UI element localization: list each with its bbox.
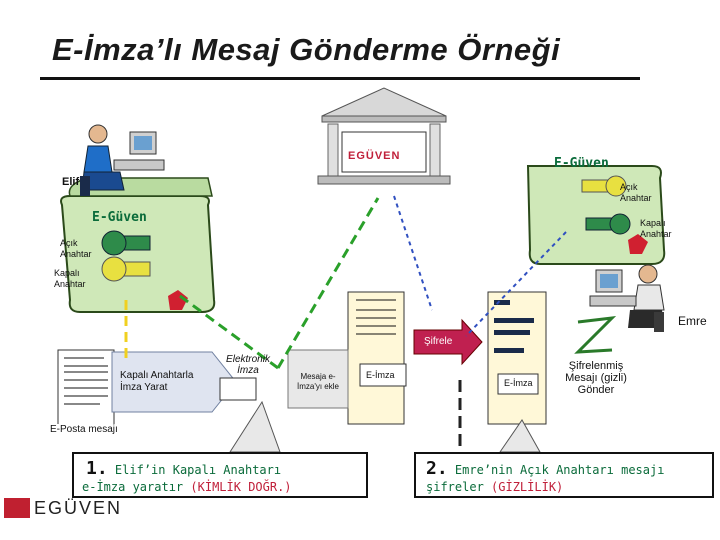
emre-computer-icon — [589, 269, 637, 307]
encrypted-document-icon — [487, 291, 547, 425]
elif-public-key-icon — [101, 230, 151, 256]
page-title: E-İmza’lı Mesaj Gönderme Örneği — [52, 32, 561, 67]
callout2-line2-highlight: (GİZLİLİK) — [491, 480, 564, 494]
elif-seal-icon — [168, 290, 188, 310]
callout2-pointer — [499, 419, 541, 453]
esig-stamp-box — [219, 377, 257, 401]
esig-label: Elektronik İmza — [226, 354, 270, 376]
callout-1: 1. Elif’in Kapalı Anahtarı e-İmza yaratı… — [72, 452, 368, 498]
doc-esig-1-label: E-İmza — [366, 370, 395, 380]
elif-name: Elif — [62, 176, 80, 188]
elif-private-key-icon — [101, 256, 151, 282]
emre-seal-icon — [628, 234, 648, 254]
elif-private-key-label: Kapalı Anahtar — [54, 268, 86, 289]
send-step-label: Şifrelenmiş Mesajı (gizli) Gönder — [565, 360, 627, 396]
send-bolt-icon — [574, 316, 617, 354]
emre-public-key-icon — [581, 175, 627, 197]
callout2-line2-prefix: şifreler — [426, 480, 484, 494]
elif-scroll-label: E-Güven — [92, 210, 147, 225]
callout1-line2-highlight: (KİMLİK DOĞR.) — [190, 480, 292, 494]
encrypt-arrow-icon — [413, 318, 483, 366]
emre-public-key-label: Açık Anahtar — [620, 182, 652, 203]
emre-private-key-label: Kapalı Anahtar — [640, 218, 672, 239]
doc-esig-2-label: E-İmza — [504, 378, 533, 388]
encrypt-label: Şifrele — [424, 336, 453, 347]
callout-2: 2. Emre’nin Açık Anahtarı mesajı şifrele… — [414, 452, 714, 498]
elif-public-key-label: Açık Anahtar — [60, 238, 92, 259]
bank-building-icon — [317, 87, 451, 185]
callout2-number: 2. — [426, 458, 448, 479]
emre-name: Emre — [678, 314, 707, 328]
green-dashed-arrow — [179, 294, 279, 370]
message-document-1-icon — [347, 291, 405, 425]
doc-esig-2-box — [497, 373, 539, 395]
attach-step-label: Mesaja e-İmza'yı ekle — [297, 372, 339, 391]
doc-esig-1-box — [359, 363, 407, 387]
green-dashed-arrow-2 — [276, 197, 380, 369]
callout1-line2-prefix: e-İmza yaratır — [82, 480, 184, 494]
callout1-pointer — [229, 400, 281, 453]
callout1-number: 1. — [86, 458, 108, 479]
callout2-line1: Emre’nin Açık Anahtarı mesajı — [454, 463, 665, 477]
elif-computer-icon — [113, 131, 165, 171]
blue-dashed-arrow-2 — [465, 231, 567, 337]
brand-logo-icon — [4, 498, 30, 518]
emre-private-key-icon — [585, 213, 631, 235]
elif-person-icon — [80, 124, 125, 196]
bank-logo: EGÜVEN — [348, 150, 401, 162]
emre-scroll-label: E-Güven — [554, 156, 609, 171]
callout1-line1: Elif’in Kapalı Anahtarı — [114, 463, 282, 477]
title-underline — [40, 77, 640, 80]
brand-logo: EGÜVEN — [34, 498, 123, 518]
sign-step-label: Kapalı Anahtarla İmza Yarat — [120, 370, 194, 393]
email-document-icon — [57, 349, 115, 429]
email-label: E-Posta mesajı — [50, 424, 118, 435]
attach-step-shape — [287, 349, 349, 409]
